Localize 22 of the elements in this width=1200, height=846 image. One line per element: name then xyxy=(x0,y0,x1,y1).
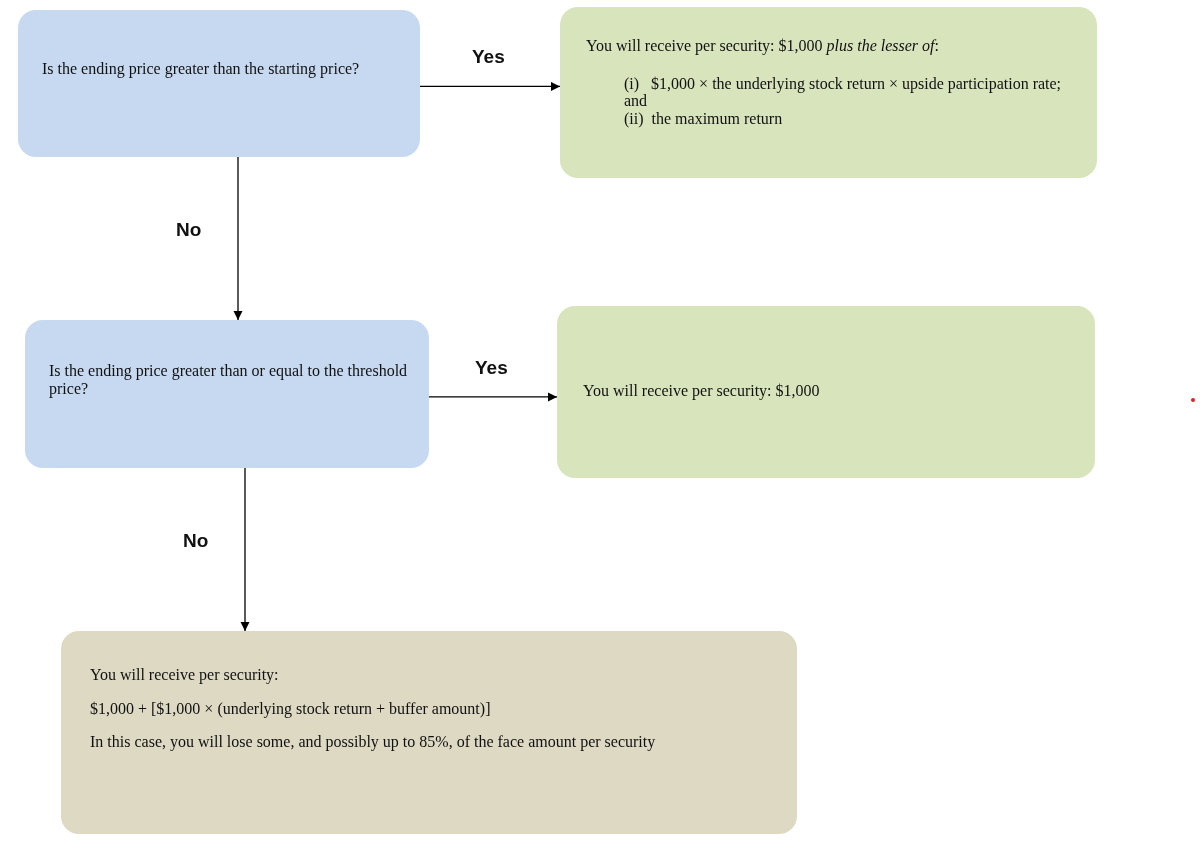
outcome-box xyxy=(61,631,797,834)
arrow xyxy=(428,392,558,402)
edge-label: Yes xyxy=(475,356,508,379)
body-text: (i) $1,000 × the underlying stock return × upside participation rate; and xyxy=(624,74,1063,110)
decision-box xyxy=(25,320,429,468)
body-text: Is the ending price greater than or equal to the threshold price? xyxy=(49,362,409,398)
body-text: (ii) the maximum return xyxy=(624,109,784,128)
outcome-box xyxy=(557,306,1095,478)
body-text: In this case, you will lose some, and possibly up to 85%, of the face amount per security xyxy=(90,733,657,751)
arrow xyxy=(240,467,250,632)
heading-text: You will receive per security: xyxy=(90,666,280,684)
arrow xyxy=(419,81,561,91)
outcome-box xyxy=(560,7,1097,178)
body-text: $1,000 + [$1,000 × (underlying stock return + buffer amount)] xyxy=(90,699,492,718)
edge-label: No xyxy=(183,529,209,552)
edge-label: No xyxy=(176,218,202,241)
arrow xyxy=(233,156,243,321)
heading-text: You will receive per security: $1,000 plus the lesser of: xyxy=(586,37,940,55)
edge-label: Yes xyxy=(472,46,505,69)
decision-box xyxy=(18,10,420,157)
body-text: Is the ending price greater than the starting price? xyxy=(42,60,361,78)
body-text: You will receive per security: $1,000 xyxy=(583,382,821,400)
